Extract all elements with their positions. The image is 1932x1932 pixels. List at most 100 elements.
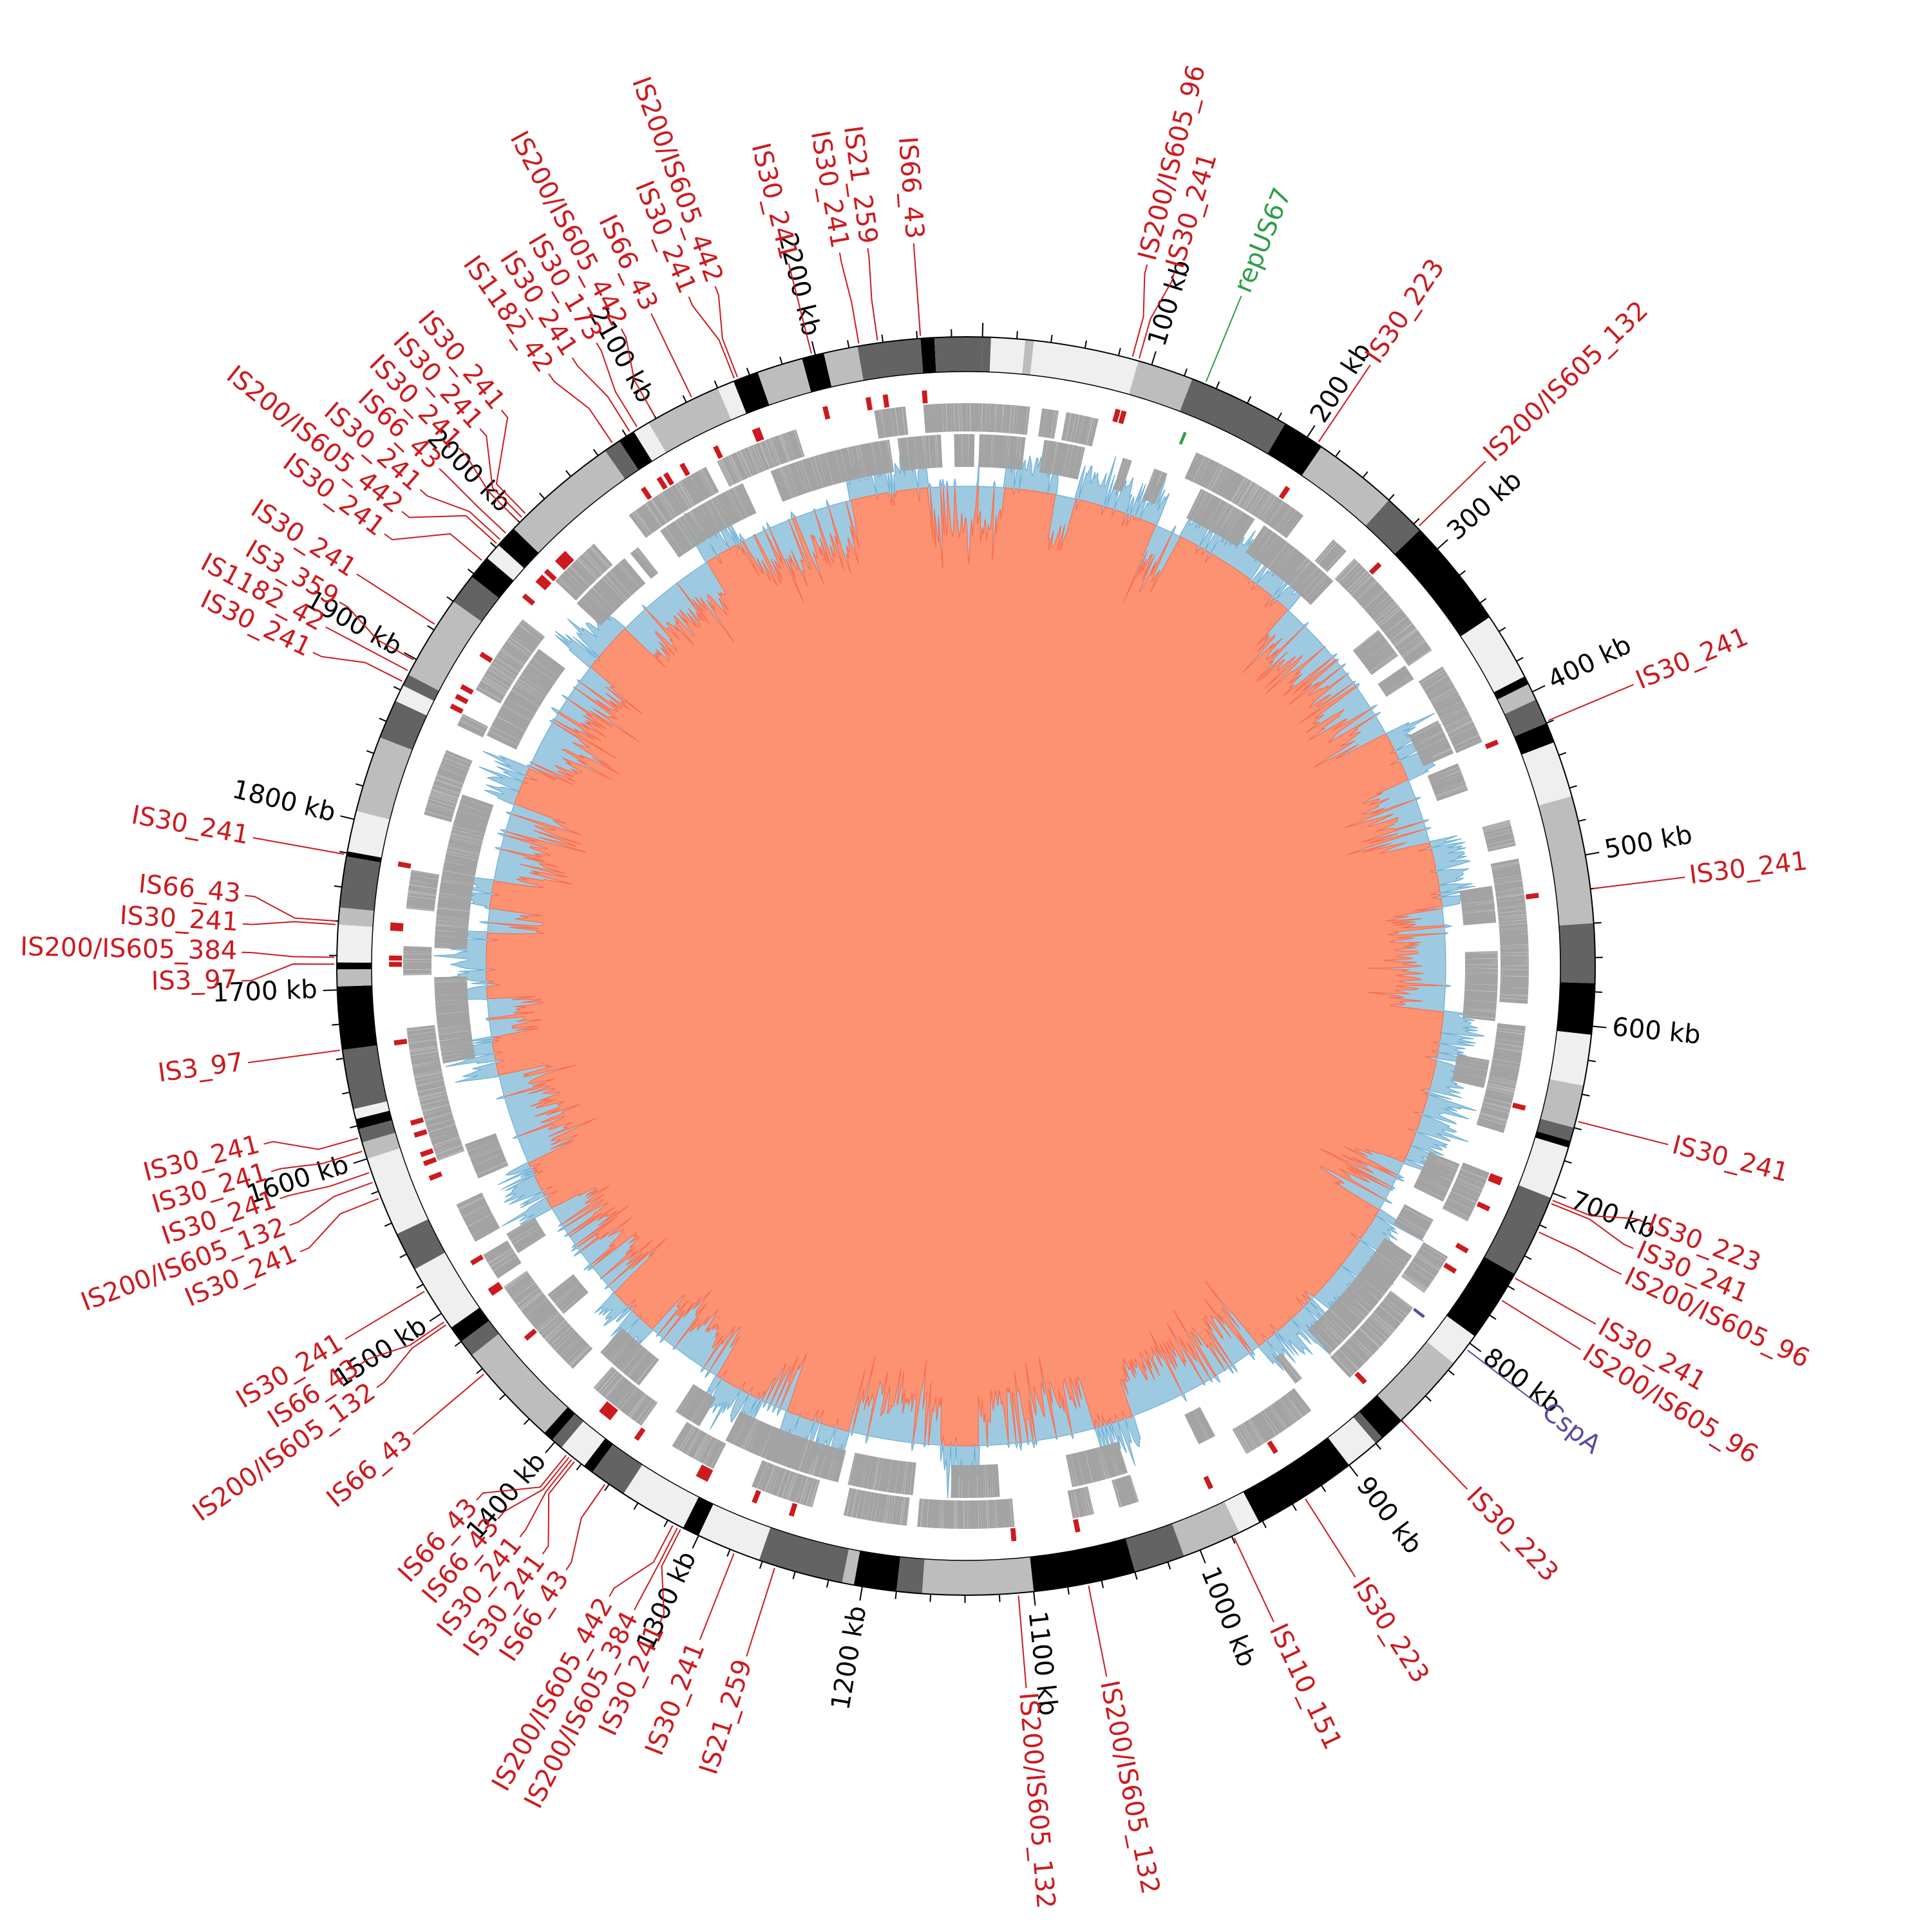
minor-tick	[1489, 1314, 1497, 1320]
label-leader-line	[345, 1291, 425, 1340]
is-element-mark	[656, 476, 668, 490]
ideogram-band	[402, 674, 439, 701]
minor-tick	[847, 340, 850, 348]
major-tick	[1151, 351, 1157, 365]
is-element-mark	[1455, 1242, 1469, 1254]
ideogram-band	[471, 558, 514, 598]
ideogram-band	[561, 1421, 605, 1466]
minor-tick	[1375, 1443, 1381, 1450]
minor-tick	[881, 334, 884, 343]
minor-tick	[339, 851, 348, 854]
gene-track	[402, 402, 1530, 1530]
label-leader-line	[571, 357, 630, 432]
major-tick	[353, 1158, 368, 1164]
is-element-label: IS3_97	[151, 965, 237, 996]
minor-tick	[399, 1253, 407, 1258]
major-tick	[1033, 1591, 1036, 1606]
label-leader-line	[609, 1525, 674, 1597]
is-element-mark	[390, 922, 404, 929]
label-leader-line	[279, 1172, 370, 1200]
label-leader-line	[476, 1454, 567, 1501]
minor-tick	[523, 1418, 530, 1425]
label-leader-line	[1318, 364, 1371, 442]
is-element-mark	[489, 1284, 504, 1296]
label-leader-line	[242, 951, 335, 958]
ideogram-band	[896, 1557, 925, 1594]
ideogram-band	[1180, 379, 1285, 454]
feature-mark	[1413, 1307, 1425, 1318]
label-leader-line	[519, 1459, 573, 1538]
is-element-mark	[460, 684, 474, 695]
is-element-label: IS21_259	[694, 1656, 758, 1778]
label-leader-line	[1578, 1121, 1669, 1146]
label-leader-line	[376, 1324, 447, 1388]
label-leader-line	[1205, 296, 1242, 382]
ideogram-band	[1557, 982, 1595, 1035]
is-element-mark	[634, 1427, 646, 1441]
minor-tick	[538, 492, 545, 500]
is-element-mark	[389, 961, 402, 967]
is-element-label: IS30_223	[1461, 1481, 1564, 1587]
minor-tick	[384, 1222, 392, 1227]
is-element-mark	[1484, 739, 1499, 750]
minor-tick	[592, 449, 599, 457]
minor-tick	[682, 395, 687, 403]
label-leader-line	[548, 373, 613, 443]
ideogram-band	[1267, 424, 1321, 476]
label-leader-line	[634, 1528, 678, 1611]
ideogram-band	[1353, 1412, 1383, 1444]
ideogram-band	[634, 422, 667, 462]
major-tick	[1585, 851, 1600, 856]
label-leader-line	[1305, 1498, 1356, 1578]
is-element-mark	[603, 1405, 616, 1419]
ideogram-band	[1377, 1341, 1454, 1421]
is-element-mark	[752, 1490, 761, 1504]
ideogram-band	[1535, 1131, 1571, 1148]
major-tick	[404, 652, 417, 660]
minor-tick	[476, 1368, 483, 1374]
ideogram-band	[583, 1438, 613, 1473]
gene-lane-inner	[434, 433, 1499, 1499]
ring-outer-edge	[336, 336, 1596, 1596]
ideogram-band	[1171, 1501, 1240, 1557]
ideogram-band	[338, 907, 375, 927]
is-element-label: IS30_241	[1669, 1130, 1792, 1188]
ideogram-band	[842, 1548, 860, 1586]
minor-tick	[1524, 1255, 1532, 1260]
minor-tick	[1167, 1562, 1171, 1570]
is-element-mark	[397, 861, 412, 869]
label-leader-line	[356, 573, 435, 625]
tick-label: 300 kb	[1441, 465, 1528, 546]
is-element-label: IS30_241	[129, 800, 252, 850]
gene-lane-outer	[402, 402, 1530, 1530]
is-element-mark	[389, 955, 402, 961]
is-element-mark	[865, 397, 873, 411]
is-element-label: IS30_241	[1631, 622, 1752, 696]
ideogram-band	[356, 737, 413, 820]
ideogram-band	[698, 1504, 771, 1560]
minor-tick	[350, 1125, 358, 1129]
minor-tick	[1277, 412, 1282, 420]
minor-tick	[998, 1594, 1001, 1602]
minor-tick	[366, 750, 374, 754]
ideogram-band	[759, 1527, 849, 1583]
major-tick	[859, 1586, 863, 1601]
label-leader-line	[788, 263, 812, 354]
minor-tick	[341, 1092, 350, 1095]
is-element-label: IS30_223	[1346, 1572, 1435, 1688]
minor-tick	[1448, 1369, 1455, 1376]
ideogram-band	[487, 545, 525, 581]
is-element-mark	[558, 554, 571, 567]
ideogram-band	[1558, 923, 1595, 983]
is-element-label: IS200/IS605_132	[1013, 1691, 1061, 1910]
ideogram-band	[1365, 500, 1420, 554]
is-element-mark	[1073, 1519, 1081, 1533]
is-element-mark	[755, 427, 764, 441]
minor-tick	[1117, 348, 1121, 356]
minor-tick	[1558, 752, 1567, 756]
is-element-mark	[788, 1502, 798, 1517]
is-element-mark	[524, 1329, 537, 1341]
is-element-mark	[488, 1282, 502, 1294]
minor-tick	[1413, 518, 1420, 525]
ideogram-band	[347, 811, 390, 858]
